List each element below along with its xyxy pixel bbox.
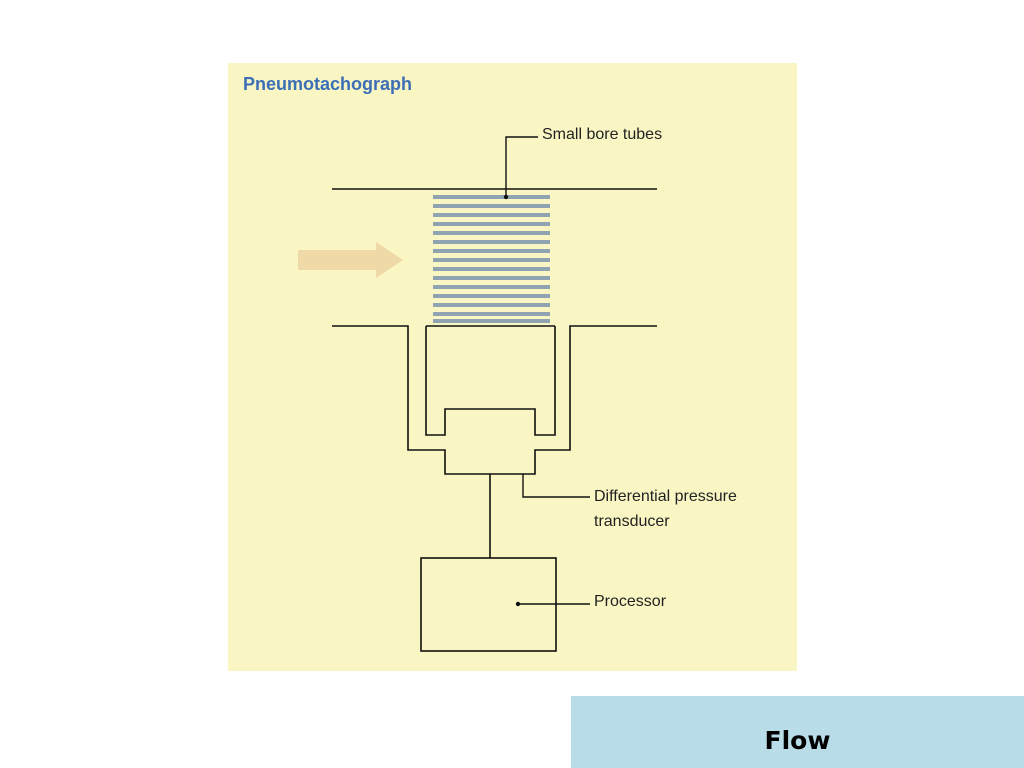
small-bore-tubes-label: Small bore tubes <box>542 126 663 143</box>
upstream-pressure-line <box>425 326 556 436</box>
processor-label: Processor <box>594 593 667 610</box>
small-bore-tubes <box>433 195 550 323</box>
flow-direction-arrow <box>298 242 403 278</box>
pneumotachograph-figure: Pneumotachograph <box>228 63 797 671</box>
transducer-label-line2: transducer <box>594 513 670 530</box>
processor-leader-dot <box>515 601 521 607</box>
small-bore-tubes-leader <box>505 136 538 197</box>
figure-title: Pneumotachograph <box>243 74 413 94</box>
tube-lower-wall-right <box>472 325 657 475</box>
small-bore-tubes-leader-dot <box>503 194 509 200</box>
flow-caption-box: Flow <box>571 696 1024 768</box>
flow-caption: Flow <box>764 726 831 755</box>
tube-lower-wall-left <box>332 325 472 475</box>
pneumotachograph-diagram <box>298 136 657 652</box>
transducer-label-line1: Differential pressure <box>594 488 737 505</box>
transducer-leader <box>522 474 590 498</box>
